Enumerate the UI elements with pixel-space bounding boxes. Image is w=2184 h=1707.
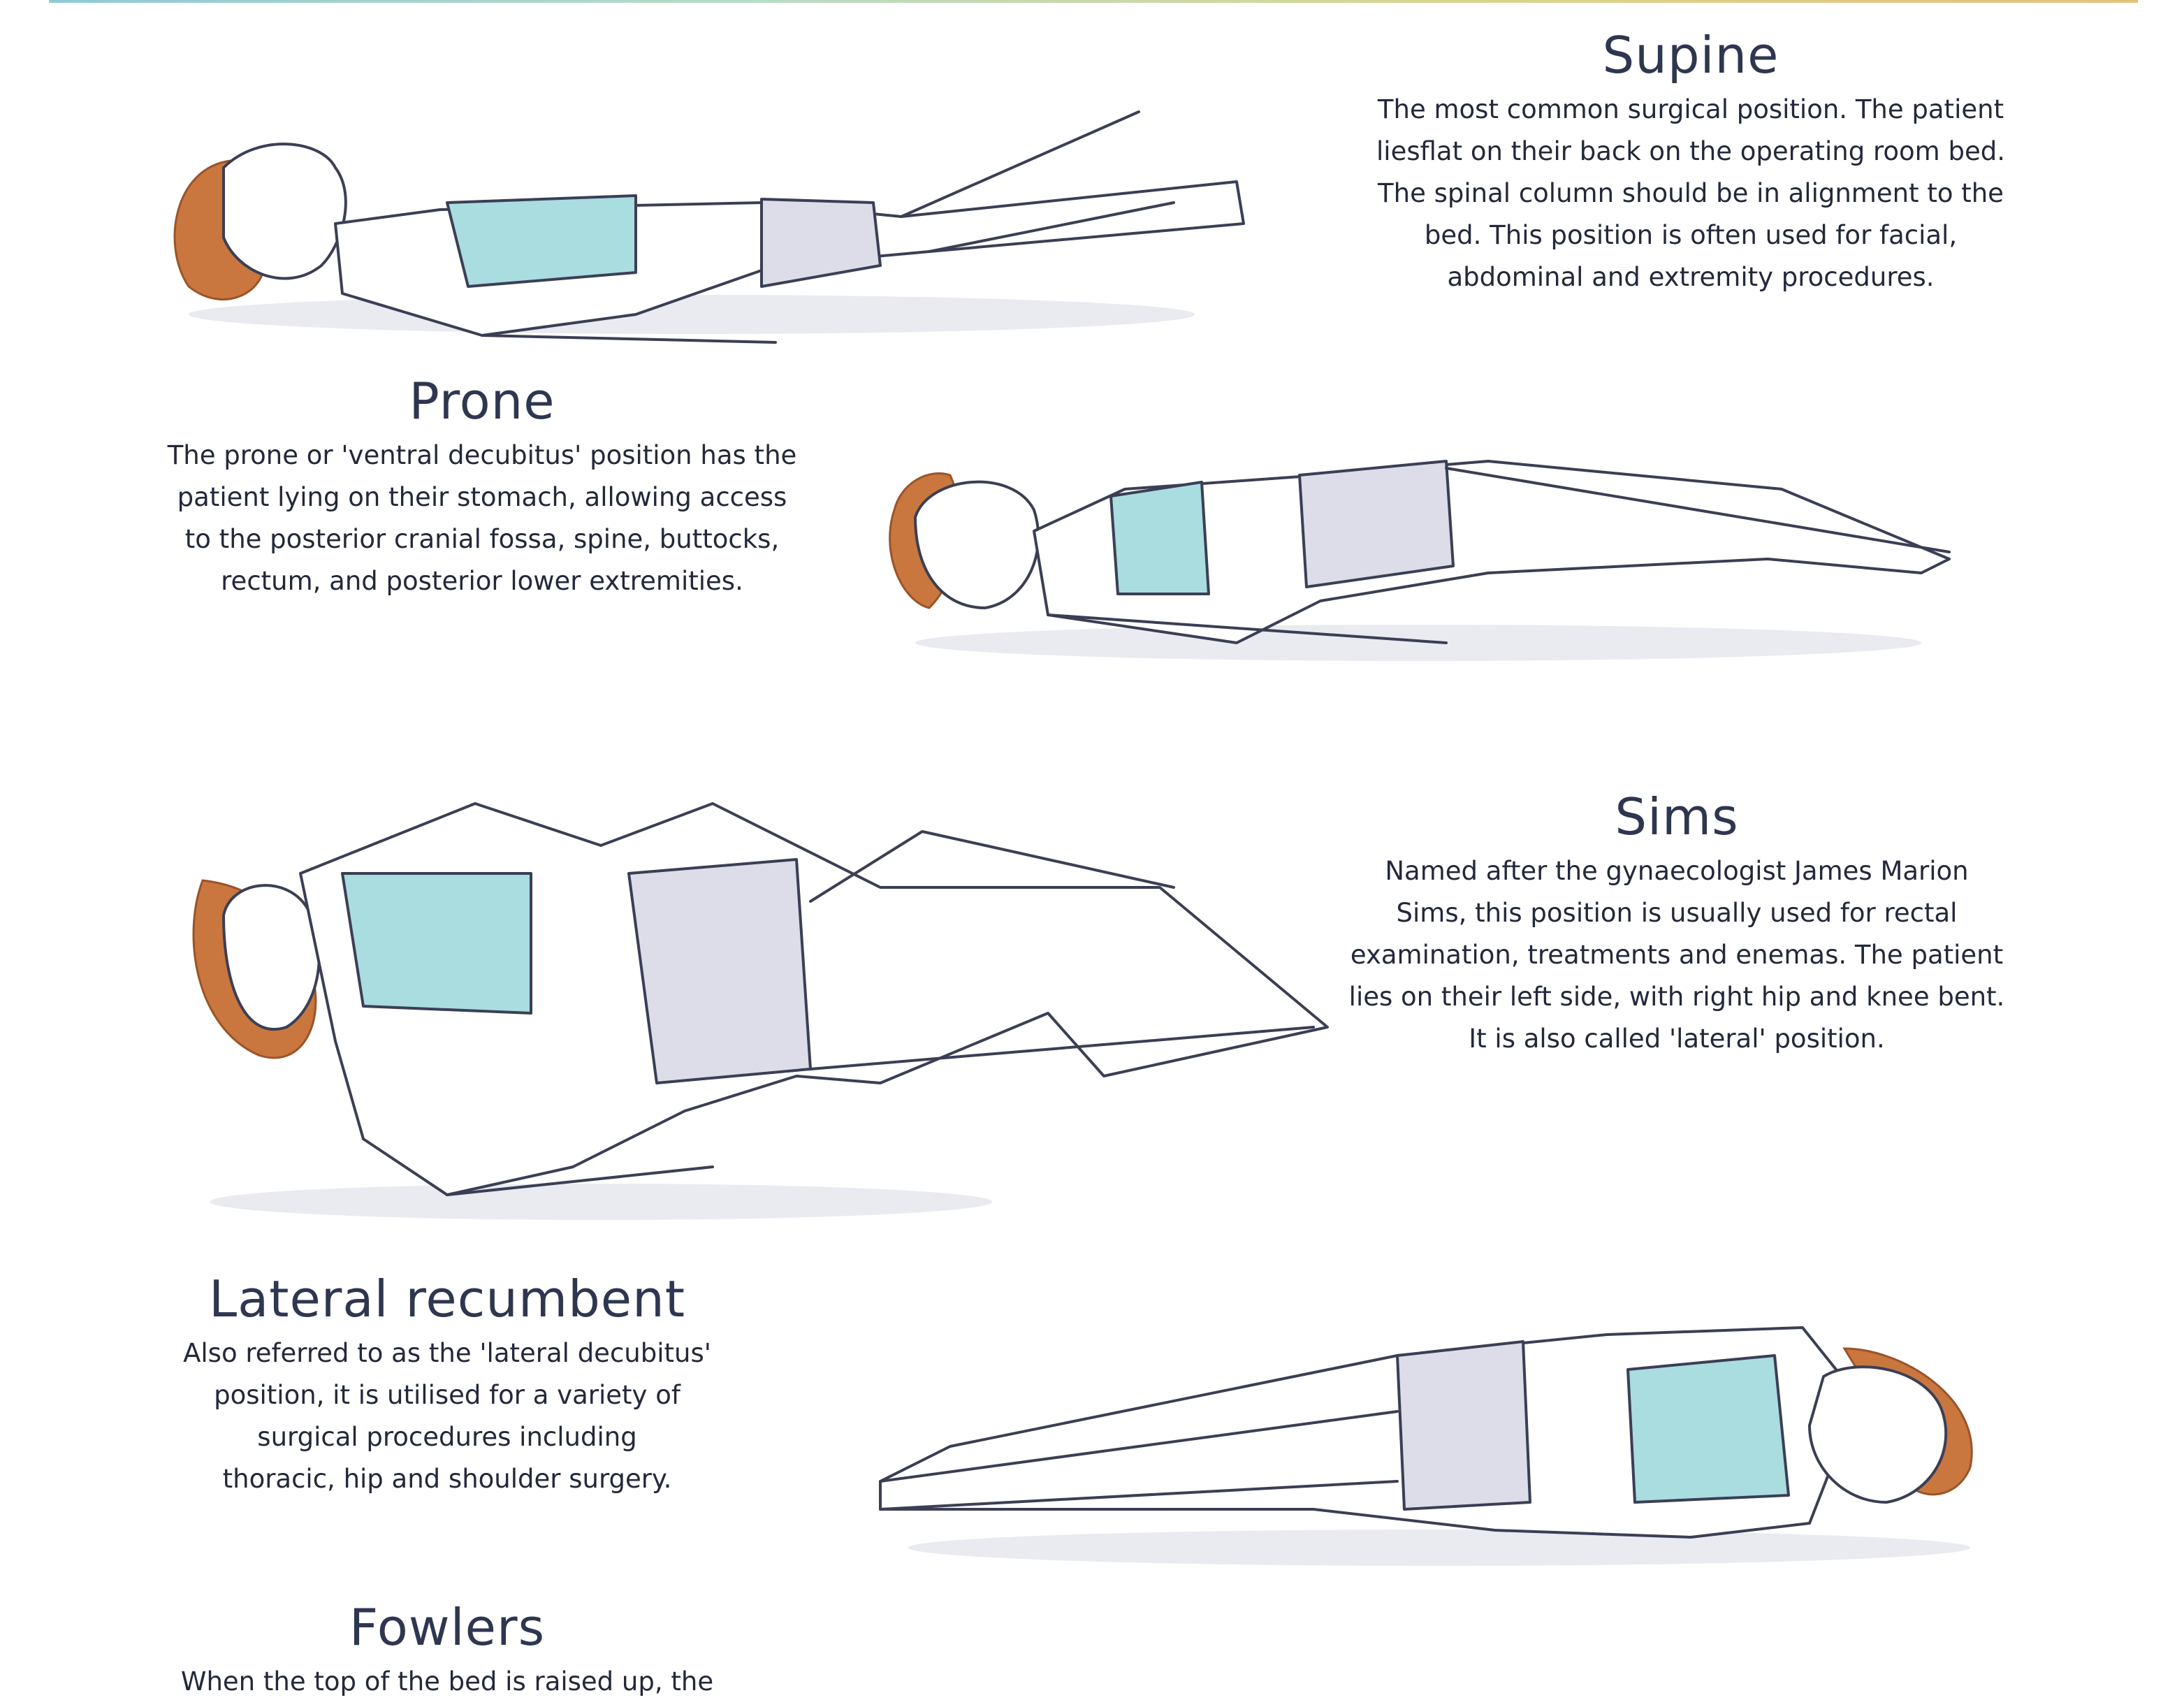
sims-illustration: [182, 776, 1341, 1223]
lateral-recumbent-illustration: [866, 1272, 1998, 1572]
prone-description: The prone or 'ventral decubitus' positio…: [167, 440, 797, 597]
fowlers-description: When the top of the bed is raised up, th…: [180, 1666, 714, 1697]
sims-description: Named after the gynaecologist James Mari…: [1348, 856, 2005, 1054]
sims-title: Sims: [1615, 787, 1739, 846]
lateral-recumbent-section: Lateral recumbent Also referred to as th…: [140, 1270, 755, 1500]
sims-section: Sims Named after the gynaecologist James…: [1327, 787, 2026, 1060]
prone-title: Prone: [409, 372, 555, 430]
fowlers-section: Fowlers When the top of the bed is raise…: [140, 1598, 755, 1703]
supine-title: Supine: [1602, 26, 1779, 85]
supine-illustration: [147, 84, 1245, 349]
supine-section: Supine The most common surgical position…: [1355, 26, 2026, 298]
top-accent-bar: [49, 0, 2138, 3]
fowlers-title: Fowlers: [349, 1598, 546, 1657]
prone-illustration: [873, 433, 1963, 678]
lateral-recumbent-description: Also referred to as the 'lateral decubit…: [183, 1338, 711, 1495]
supine-description: The most common surgical position. The p…: [1376, 94, 2005, 293]
prone-section: Prone The prone or 'ventral decubitus' p…: [161, 372, 803, 602]
lateral-recumbent-title: Lateral recumbent: [209, 1270, 685, 1328]
